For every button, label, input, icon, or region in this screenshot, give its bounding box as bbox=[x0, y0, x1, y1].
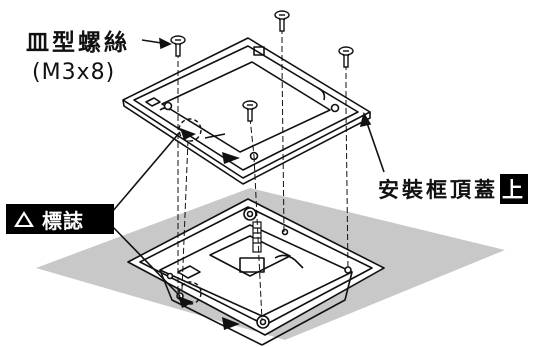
screw-icon bbox=[170, 10, 354, 122]
top-mark-circle bbox=[178, 118, 202, 142]
mark-label: 標誌 bbox=[6, 204, 114, 234]
top-frame bbox=[122, 37, 371, 185]
triangle-mark-icon bbox=[14, 211, 34, 227]
top-cover-label: 安裝框頂蓋上 bbox=[378, 174, 528, 204]
bottom-mark-circle bbox=[178, 281, 202, 305]
threaded-post bbox=[252, 221, 262, 253]
screw-spec-label: (M3x8) bbox=[32, 60, 116, 85]
screw-name-label: 皿型螺絲 bbox=[26, 30, 130, 56]
bottom-triangle-marks bbox=[178, 296, 240, 330]
top-triangle-marks bbox=[180, 128, 240, 164]
alignment-lines bbox=[177, 28, 349, 321]
bottom-frame bbox=[127, 198, 385, 346]
top-badge: 上 bbox=[500, 174, 528, 204]
mark-text: 標誌 bbox=[42, 208, 84, 233]
top-cover-text: 安裝框頂蓋 bbox=[378, 178, 498, 202]
leader-lines bbox=[111, 37, 385, 297]
